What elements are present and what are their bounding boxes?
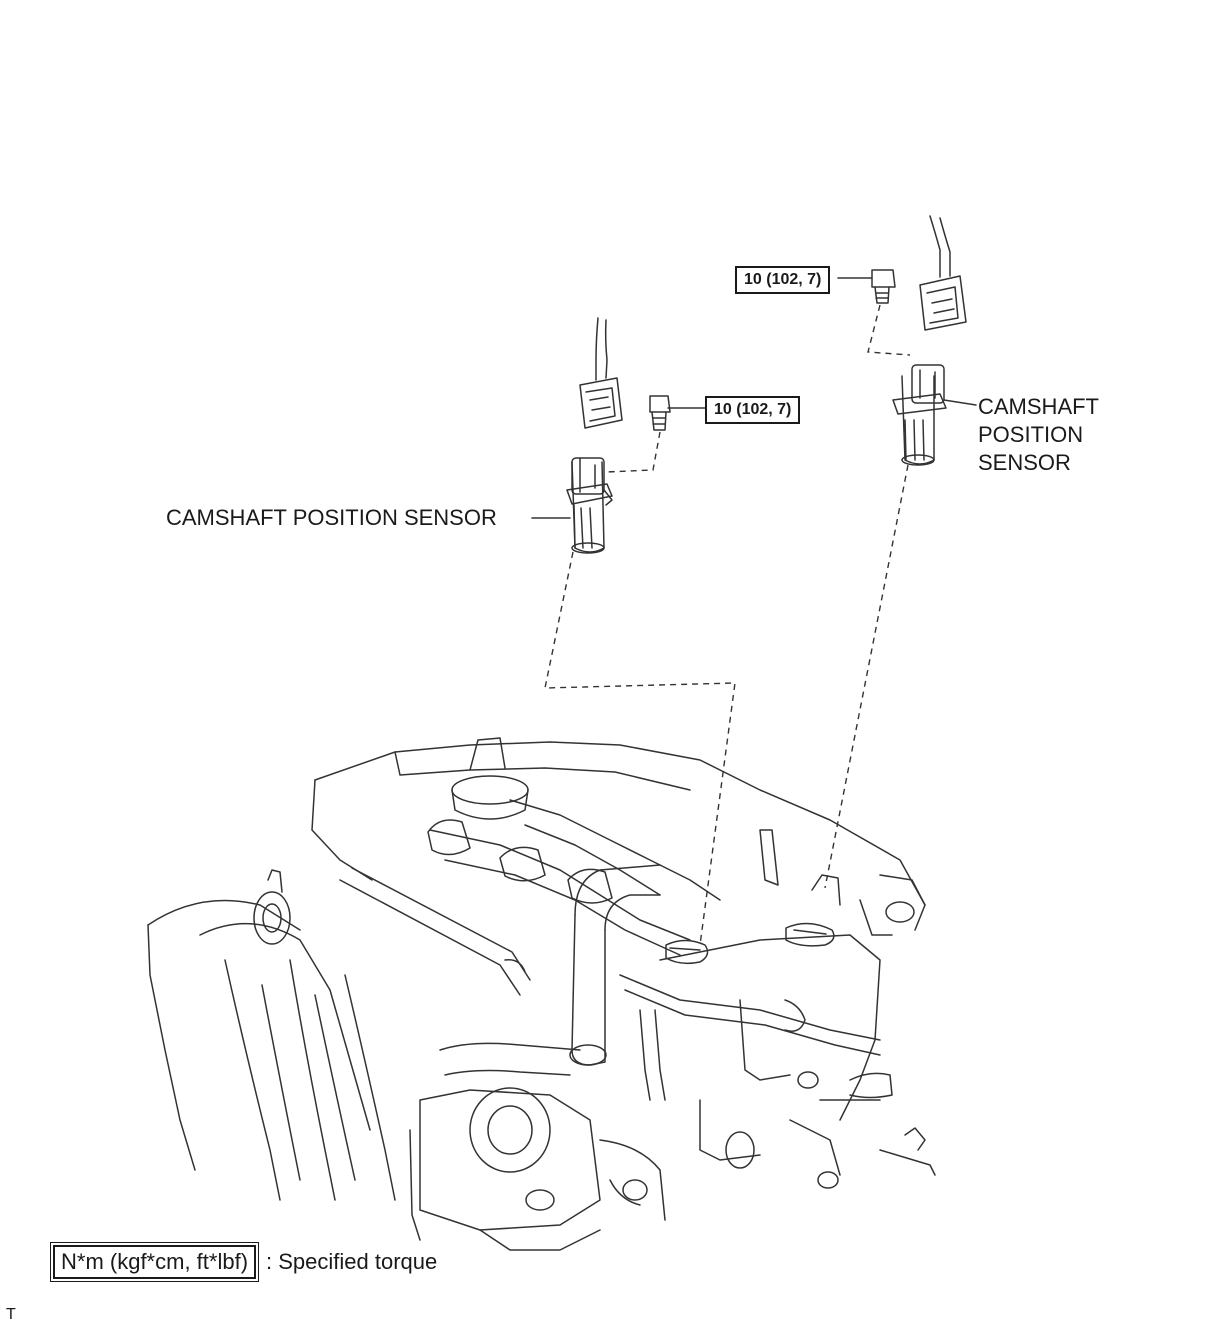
corner-code: T <box>6 1306 16 1323</box>
right-sensor-label: CAMSHAFT POSITION SENSOR <box>978 394 1099 475</box>
right-bolt-torque-box: 10 (102, 7) <box>735 266 831 294</box>
left-sensor-connector <box>579 317 623 429</box>
right-bolt <box>837 269 896 304</box>
left-bolt-torque-box: 10 (102, 7) <box>705 396 801 424</box>
right-sensor-connector <box>919 215 967 331</box>
right-camshaft-position-sensor <box>892 364 977 466</box>
legend-description: : Specified torque <box>266 1249 438 1274</box>
legend-unit-box: N*m (kgf*cm, ft*lbf) <box>49 1242 260 1282</box>
engine-assembly <box>147 737 936 1251</box>
left-camshaft-position-sensor <box>566 457 613 554</box>
torque-legend: N*m (kgf*cm, ft*lbf) : Specified torque <box>49 1242 438 1282</box>
left-sensor-label: CAMSHAFT POSITION SENSOR <box>166 505 497 530</box>
left-bolt <box>649 395 706 431</box>
installation-paths <box>544 304 911 946</box>
